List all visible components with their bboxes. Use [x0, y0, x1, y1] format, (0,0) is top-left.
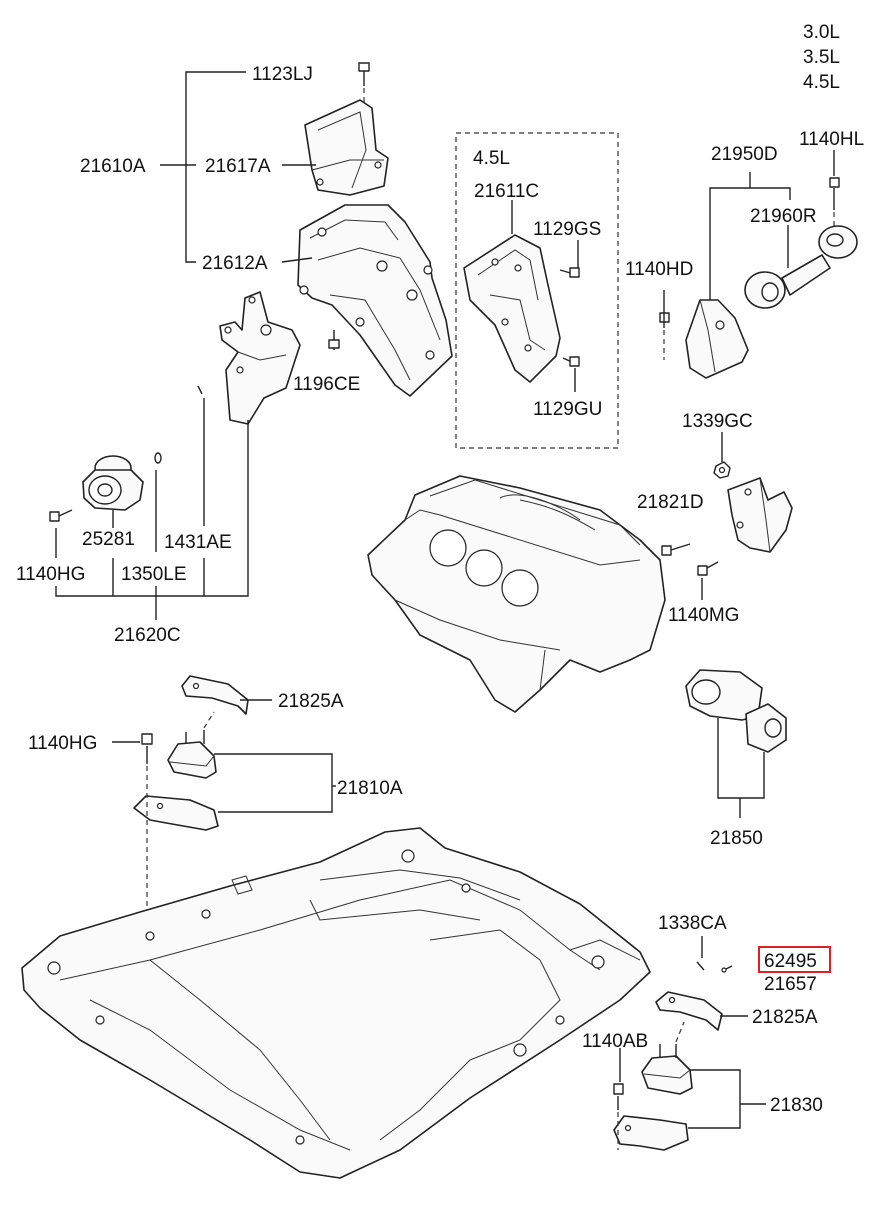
mount-21810a[interactable] — [167, 711, 217, 779]
label-21620c: 21620C — [114, 625, 181, 646]
leader-21830-bracket — [688, 1069, 741, 1129]
bolt-1196ce[interactable] — [328, 330, 340, 350]
pulley-25281[interactable] — [82, 455, 144, 511]
label-1123lj: 1123LJ — [252, 64, 313, 85]
bolt-1140hg-upper[interactable] — [49, 509, 73, 522]
leader-21810a-bracket — [214, 753, 333, 813]
label-21657: 21657 — [764, 974, 817, 995]
bracket-21611c[interactable] — [463, 234, 561, 383]
pin-1431ae[interactable] — [197, 385, 203, 395]
label-1350le: 1350LE — [121, 564, 187, 585]
variant-3-0l: 3.0L — [803, 22, 840, 43]
label-1431ae: 1431AE — [164, 532, 232, 553]
label-62495: 62495 — [764, 951, 817, 972]
leader-21612a — [281, 257, 313, 263]
bolt-1140mg[interactable] — [697, 561, 719, 600]
engine-block — [367, 475, 666, 713]
label-21850: 21850 — [710, 828, 763, 849]
torque-rod-21960r[interactable] — [744, 225, 858, 309]
bolt-1338ca[interactable] — [696, 961, 705, 971]
variant-3-5l: 3.5L — [803, 47, 840, 68]
bolt-1140hl[interactable] — [829, 177, 840, 228]
label-21617a: 21617A — [205, 156, 271, 177]
bracket-21810a-lower[interactable] — [133, 795, 219, 831]
bolt-1140ab[interactable] — [613, 1083, 624, 1150]
subframe-crossmember — [21, 827, 651, 1179]
label-1140hl: 1140HL — [799, 129, 864, 150]
label-1140ab: 1140AB — [582, 1031, 648, 1052]
pin-62495[interactable] — [721, 965, 733, 973]
leader-21620c-bar — [55, 420, 249, 597]
inset-4-5l-box — [455, 132, 619, 449]
label-1196ce: 1196CE — [293, 374, 360, 395]
label-25281: 25281 — [82, 529, 135, 550]
bolt-1140hg-lower[interactable] — [141, 733, 153, 930]
label-21821d: 21821D — [637, 492, 704, 513]
bolt-1123lj[interactable] — [358, 62, 370, 102]
highlight-box-62495 — [758, 946, 831, 973]
leader-21850-bracket — [717, 718, 765, 799]
bracket-21825a-lower[interactable] — [655, 991, 723, 1031]
label-21612a: 21612A — [202, 253, 268, 274]
label-1140mg: 1140MG — [668, 605, 739, 626]
bolt-1129gu[interactable] — [562, 356, 580, 392]
label-21950d: 21950D — [711, 144, 778, 165]
bolt-1129gs[interactable] — [559, 267, 580, 278]
label-21611c: 21611C — [474, 181, 539, 202]
bracket-21612a[interactable] — [297, 204, 453, 397]
label-21830: 21830 — [770, 1095, 823, 1116]
bracket-21950d[interactable] — [685, 299, 749, 379]
label-21610a: 21610A — [80, 156, 146, 177]
variant-4-5l: 4.5L — [803, 72, 840, 93]
leader-21612a-group — [185, 71, 246, 263]
bracket-21617a[interactable] — [304, 99, 389, 196]
bracket-21620c[interactable] — [219, 291, 301, 425]
label-1140hg-upper: 1140HG — [16, 564, 85, 585]
ring-1350le[interactable] — [154, 452, 162, 464]
label-21825a-lower: 21825A — [752, 1007, 818, 1028]
nut-1339gc[interactable] — [713, 461, 731, 479]
mount-21850[interactable] — [685, 669, 787, 753]
bolt-21821d[interactable] — [661, 543, 691, 556]
bracket-21830-lower[interactable] — [613, 1115, 689, 1151]
mount-21830[interactable] — [641, 1021, 693, 1095]
bracket-21825a-upper[interactable] — [181, 675, 249, 715]
label-21810a: 21810A — [337, 778, 403, 799]
bolt-1140hd[interactable] — [659, 290, 670, 360]
label-21825a-upper: 21825A — [278, 691, 344, 712]
label-1339gc: 1339GC — [682, 411, 753, 432]
label-1338ca: 1338CA — [658, 913, 727, 934]
label-1129gs: 1129GS — [533, 219, 601, 240]
label-1129gu: 1129GU — [533, 399, 602, 420]
label-1140hg-lower: 1140HG — [28, 733, 97, 754]
bracket-21821d[interactable] — [727, 477, 793, 553]
inset-4-5l-title: 4.5L — [473, 148, 510, 169]
engine-variant-list: 3.0L 3.5L 4.5L — [803, 22, 840, 93]
label-1140hd: 1140HD — [625, 259, 693, 280]
label-21960r: 21960R — [750, 206, 817, 227]
